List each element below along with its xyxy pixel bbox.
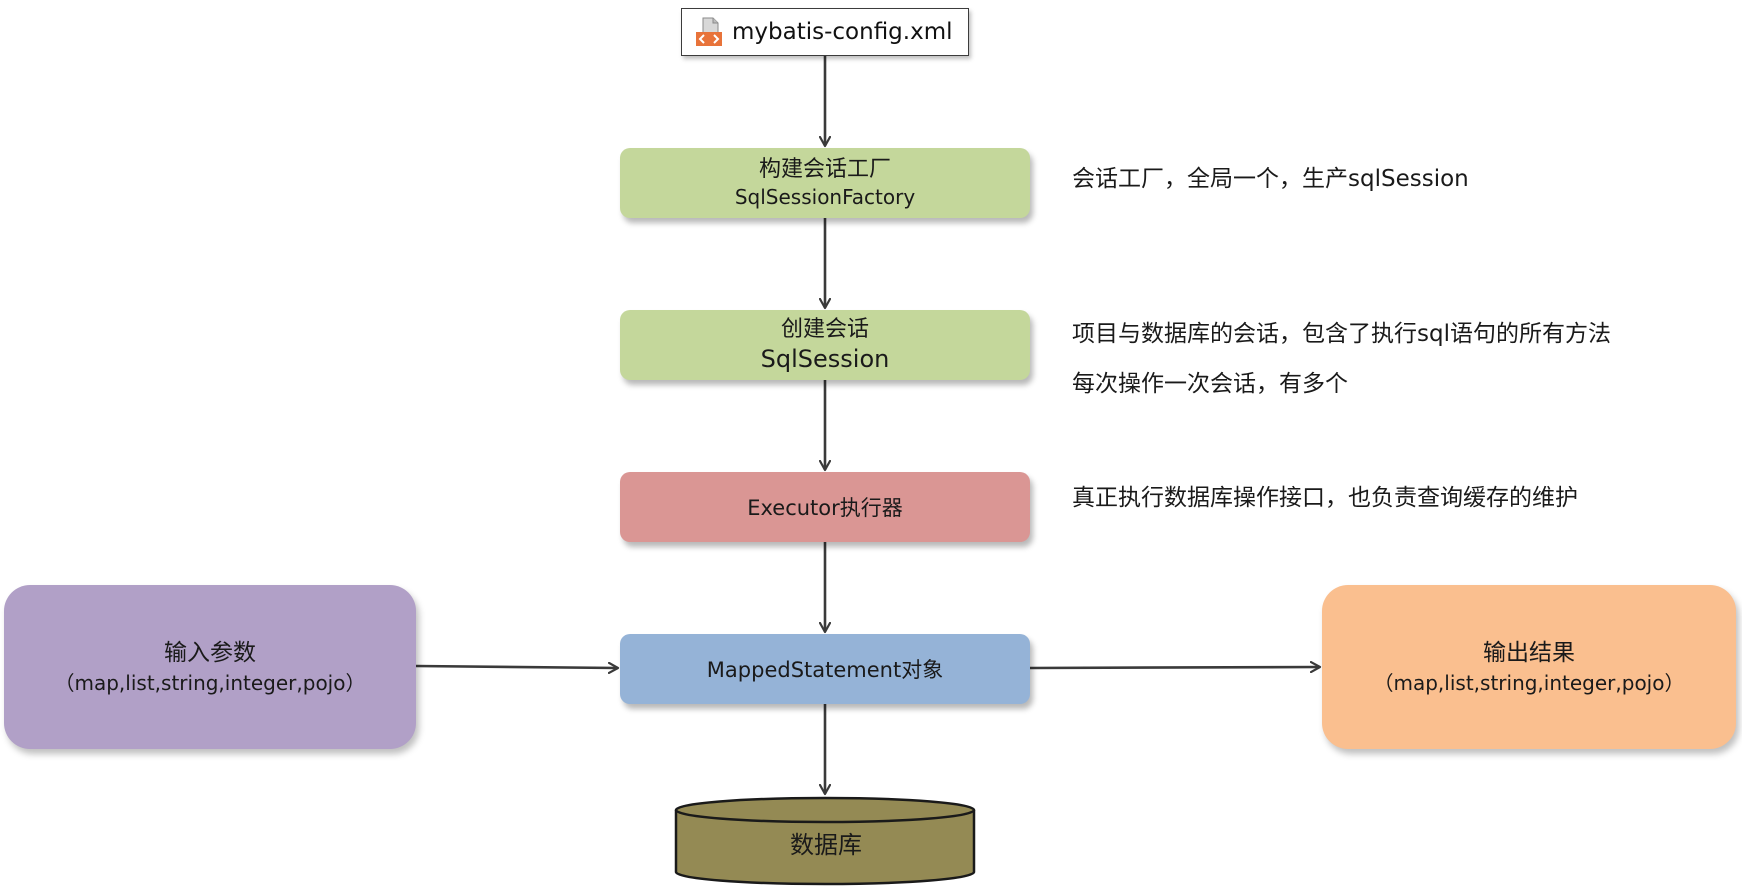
input-params-node: 输入参数 （map,list,string,integer,pojo） [4, 585, 416, 749]
executor-label: Executor执行器 [747, 496, 903, 520]
database-cylinder [674, 796, 976, 886]
output-result-title: 输出结果 [1483, 640, 1575, 666]
output-result-types: （map,list,string,integer,pojo） [1373, 671, 1685, 695]
session-factory-title: 构建会话工厂 [758, 157, 891, 182]
note-session-factory: 会话工厂，全局一个，生产sqlSession [1072, 166, 1469, 192]
sql-session-class: SqlSession [760, 345, 890, 373]
database-label: 数据库 [790, 831, 862, 859]
sql-session-node: 创建会话 SqlSession [620, 310, 1030, 380]
config-file-name: mybatis-config.xml [732, 19, 953, 45]
executor-node: Executor执行器 [620, 472, 1030, 542]
sql-session-title: 创建会话 [780, 317, 869, 342]
session-factory-node: 构建会话工厂 SqlSessionFactory [620, 148, 1030, 218]
input-params-title: 输入参数 [164, 640, 256, 666]
mapped-statement-node: MappedStatement对象 [620, 634, 1030, 704]
output-result-node: 输出结果 （map,list,string,integer,pojo） [1322, 585, 1736, 749]
session-factory-class: SqlSessionFactory [734, 185, 916, 209]
arrow-mapped-to-output [1029, 667, 1320, 668]
note-sql-session-line1: 项目与数据库的会话，包含了执行sql语句的所有方法 [1072, 321, 1611, 347]
xml-file-icon [696, 17, 722, 46]
input-params-types: （map,list,string,integer,pojo） [54, 671, 366, 695]
note-executor: 真正执行数据库操作接口，也负责查询缓存的维护 [1072, 485, 1578, 511]
config-file-box: mybatis-config.xml [681, 8, 969, 56]
arrow-input-to-mapped [415, 666, 618, 668]
note-sql-session-line2: 每次操作一次会话，有多个 [1072, 371, 1348, 397]
mapped-statement-label: MappedStatement对象 [706, 658, 944, 682]
